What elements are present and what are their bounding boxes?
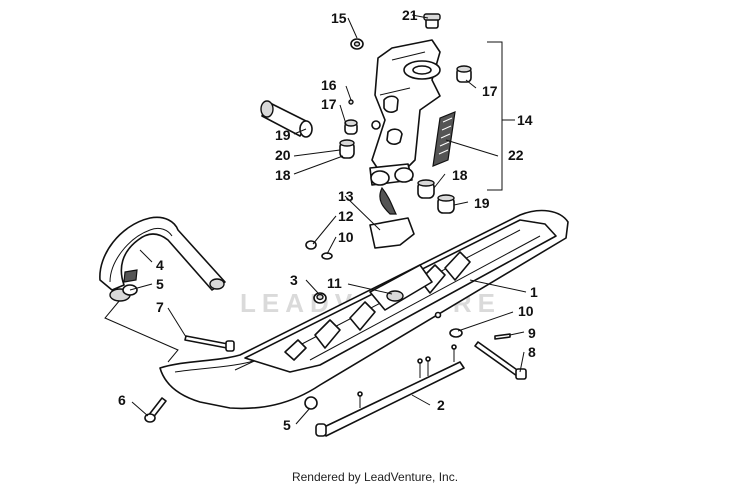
- callout-5: 5: [283, 417, 291, 433]
- callout-6: 6: [118, 392, 126, 408]
- callout-15: 15: [331, 10, 347, 26]
- callout-17: 17: [321, 96, 337, 112]
- bolt-7: [184, 335, 235, 352]
- bracket-5-7: [104, 299, 179, 363]
- leader-lines: [129, 14, 527, 425]
- callout-12: 12: [338, 208, 354, 224]
- pin-9: [494, 333, 511, 340]
- bolt-8: [474, 341, 527, 380]
- callout-18: 18: [275, 167, 291, 183]
- bushing-19-left: [260, 100, 313, 138]
- callout-16: 16: [321, 77, 337, 93]
- callouts: 21 15 16 17 19 20 18 17 14 22 18 19 13 1…: [118, 7, 538, 433]
- callout-21: 21: [402, 7, 418, 23]
- callout-2: 2: [437, 397, 445, 413]
- callout-10: 10: [338, 229, 354, 245]
- bushing-18-left: [339, 139, 355, 159]
- bushing-17-right: [456, 65, 472, 83]
- callout-1: 1: [530, 284, 538, 300]
- callout-7: 7: [156, 299, 164, 315]
- nut-5-lower: [304, 396, 318, 410]
- bushing-18-right: [417, 179, 435, 199]
- callout-8: 8: [528, 344, 536, 360]
- callout-22: 22: [508, 147, 524, 163]
- nut-15: [350, 38, 364, 50]
- callout-9: 9: [528, 325, 536, 341]
- bushing-17-left: [344, 119, 358, 135]
- callout-19: 19: [474, 195, 490, 211]
- decal: [432, 111, 456, 167]
- callout-10: 10: [518, 303, 534, 319]
- ski: [159, 209, 569, 410]
- callout-20: 20: [275, 147, 291, 163]
- callout-18: 18: [452, 167, 468, 183]
- callout-19: 19: [275, 127, 291, 143]
- callout-13: 13: [338, 188, 354, 204]
- fitting-16: [348, 99, 354, 105]
- damper: [379, 186, 397, 215]
- callout-14: 14: [517, 112, 533, 128]
- callout-11: 11: [327, 275, 342, 291]
- callout-17: 17: [482, 83, 498, 99]
- bushing-19-right: [437, 194, 455, 214]
- callout-5: 5: [156, 276, 164, 292]
- callout-3: 3: [290, 272, 298, 288]
- rendered-by-footer: Rendered by LeadVenture, Inc.: [291, 470, 459, 484]
- bolt-6: [144, 397, 167, 423]
- spindle-assembly: [369, 13, 441, 186]
- callout-4: 4: [156, 257, 164, 273]
- wear-bar: [315, 344, 465, 437]
- saddle: [369, 217, 415, 249]
- bracket-14: [487, 41, 503, 191]
